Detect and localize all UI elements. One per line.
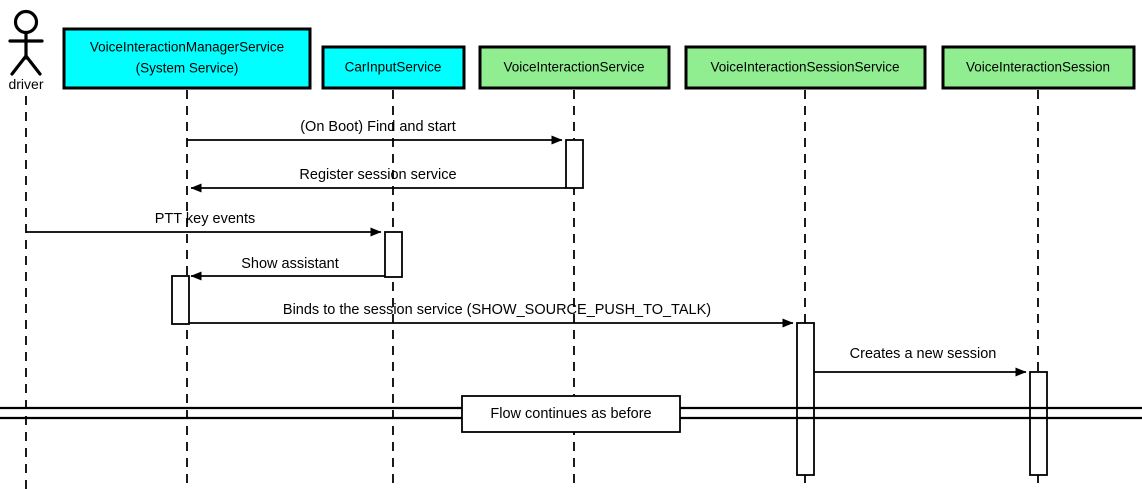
message-register-session-service[interactable]: Register session service <box>190 167 566 193</box>
participant-box-vims[interactable]: VoiceInteractionManagerService (System S… <box>62 27 312 90</box>
actor-head-icon <box>13 9 39 35</box>
participant-box-viss-rect <box>684 45 927 90</box>
message-binds-to-session-service[interactable]: Binds to the session service (SHOW_SOURC… <box>189 302 794 328</box>
message-label-on-boot-find-and-start: (On Boot) Find and start <box>300 119 456 135</box>
participant-box-carinput[interactable]: CarInputService <box>321 45 466 90</box>
activation-bar-carinput <box>384 231 403 278</box>
participant-box-vims-rect <box>62 27 312 90</box>
participant-box-viss[interactable]: VoiceInteractionSessionService <box>684 45 927 90</box>
messages-group: (On Boot) Find and start Register sessio… <box>26 119 1027 377</box>
activation-bars-group <box>171 139 1048 476</box>
participant-box-vis-rect <box>478 45 671 90</box>
activation-bar-viss <box>796 322 815 476</box>
activation-bar-vims <box>171 275 190 325</box>
activation-bar-visession <box>1029 371 1048 476</box>
message-on-boot-find-and-start[interactable]: (On Boot) Find and start <box>187 119 563 145</box>
actor-driver-label: driver <box>8 76 43 92</box>
actor-driver[interactable]: driver <box>8 9 44 93</box>
activation-bar-vis <box>565 139 584 189</box>
participant-box-carinput-rect <box>321 45 466 90</box>
message-label-register-session-service: Register session service <box>299 167 456 183</box>
flow-break-divider: Flow continues as before <box>0 395 1142 433</box>
participant-box-carinput-label: CarInputService <box>345 60 442 75</box>
actor-leg-left-icon <box>10 54 28 76</box>
message-label-creates-a-new-session: Creates a new session <box>850 346 997 362</box>
participant-box-vis-label: VoiceInteractionService <box>503 60 644 75</box>
participant-box-vims-label-line1: VoiceInteractionManagerService <box>90 40 284 55</box>
participant-boxes-group: VoiceInteractionManagerService (System S… <box>62 27 1136 90</box>
participant-box-visession-label: VoiceInteractionSession <box>966 60 1110 75</box>
flow-note-label: Flow continues as before <box>490 406 651 422</box>
message-creates-a-new-session[interactable]: Creates a new session <box>814 346 1027 377</box>
participant-box-vis[interactable]: VoiceInteractionService <box>478 45 671 90</box>
actor-leg-right-icon <box>24 54 42 76</box>
message-label-show-assistant: Show assistant <box>241 256 339 272</box>
participant-box-vims-label-line2: (System Service) <box>136 61 239 76</box>
participant-box-visession-rect <box>941 45 1136 90</box>
flow-note-box <box>461 395 681 433</box>
participant-box-viss-label: VoiceInteractionSessionService <box>710 60 899 75</box>
message-label-ptt-key-events: PTT key events <box>155 211 255 227</box>
participant-box-visession[interactable]: VoiceInteractionSession <box>941 45 1136 90</box>
message-show-assistant[interactable]: Show assistant <box>190 256 385 281</box>
message-label-binds-to-session-service: Binds to the session service (SHOW_SOURC… <box>283 302 711 318</box>
message-ptt-key-events[interactable]: PTT key events <box>26 211 382 237</box>
